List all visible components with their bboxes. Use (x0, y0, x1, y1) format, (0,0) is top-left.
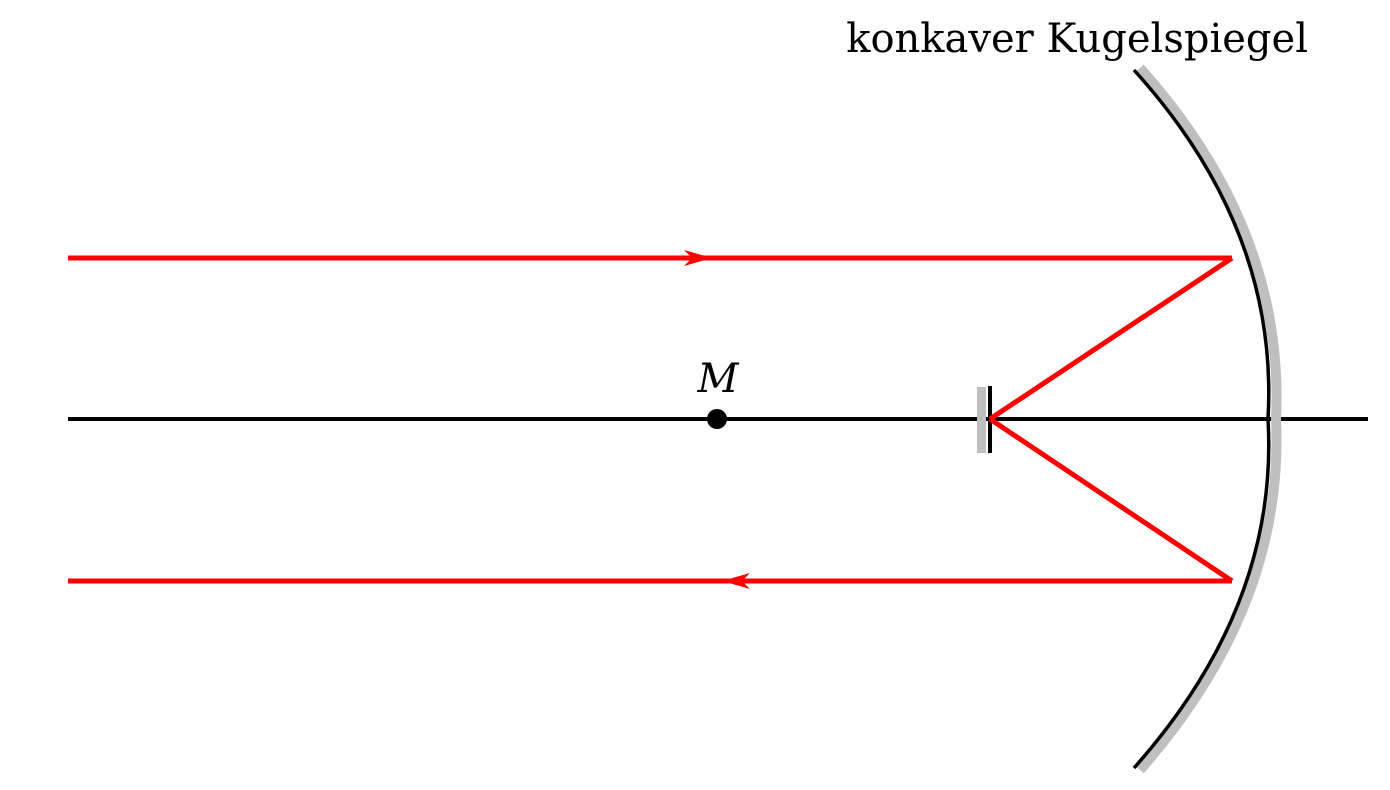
reflected-ray-upper (988, 255, 1234, 422)
concave-mirror (1132, 68, 1271, 770)
reflected-ray-lower (988, 416, 1234, 584)
center-point (707, 409, 727, 429)
outgoing-ray-arrow (722, 573, 750, 589)
incoming-ray-arrow (684, 250, 712, 266)
mirror-title: konkaver Kugelspiegel (846, 16, 1308, 62)
mirror-backing (1136, 64, 1282, 774)
small-mirror-backing (977, 387, 986, 453)
center-label: M (697, 356, 740, 402)
